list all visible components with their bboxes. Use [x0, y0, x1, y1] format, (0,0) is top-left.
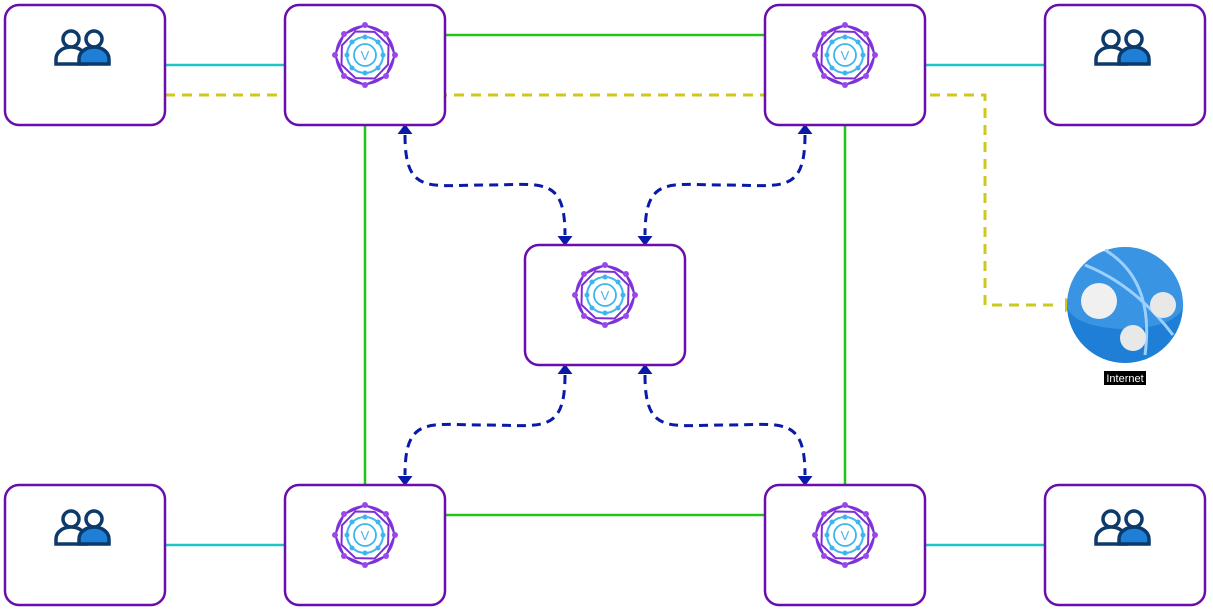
link-router-br-to-client-br: [920, 540, 1050, 550]
mesh-router-icon: [330, 20, 400, 90]
node-internet[interactable]: Internet: [1067, 247, 1183, 385]
arrowhead-icon: [797, 124, 813, 134]
node-router-tl[interactable]: [283, 3, 447, 127]
arrowhead-icon: [637, 364, 653, 374]
mesh-router-icon: [810, 500, 880, 570]
link-router-center-to-router-br: [637, 364, 813, 486]
node-router-bl[interactable]: [283, 483, 447, 607]
internet-label: Internet: [1104, 371, 1146, 385]
link-router-tl-to-router-tr: [439, 29, 771, 41]
node-router-tr[interactable]: [763, 3, 927, 127]
internet-label-text: Internet: [1106, 373, 1143, 385]
node-client-bl[interactable]: [3, 483, 167, 607]
link-router-tr-to-router-center: [637, 124, 813, 246]
link-router-tr-to-router-br: [839, 119, 851, 491]
node-client-br[interactable]: [1043, 483, 1207, 607]
globe-icon: [1067, 247, 1183, 363]
mesh-router-icon: [810, 20, 880, 90]
link-router-tl-to-router-bl: [359, 119, 371, 491]
node-client-tr[interactable]: [1043, 3, 1207, 127]
link-router-tr-to-client-tr: [920, 60, 1050, 70]
link-router-tl-to-router-center: [397, 124, 573, 246]
link-router-bl-to-router-br: [439, 509, 771, 521]
mesh-router-icon: [570, 260, 640, 330]
link-client-bl-to-router-bl: [160, 540, 290, 550]
link-client-tl-to-router-tl: [160, 60, 290, 70]
arrowhead-icon: [557, 364, 573, 374]
node-router-br[interactable]: [763, 483, 927, 607]
mesh-router-icon: [330, 500, 400, 570]
link-router-center-to-router-bl: [397, 364, 573, 486]
node-router-center[interactable]: [523, 243, 687, 367]
nodes-layer: Internet: [3, 3, 1207, 607]
arrowhead-icon: [797, 476, 813, 486]
arrowhead-icon: [397, 124, 413, 134]
arrowhead-icon: [637, 236, 653, 246]
arrowhead-icon: [397, 476, 413, 486]
arrowhead-icon: [557, 236, 573, 246]
node-client-tl[interactable]: [3, 3, 167, 127]
